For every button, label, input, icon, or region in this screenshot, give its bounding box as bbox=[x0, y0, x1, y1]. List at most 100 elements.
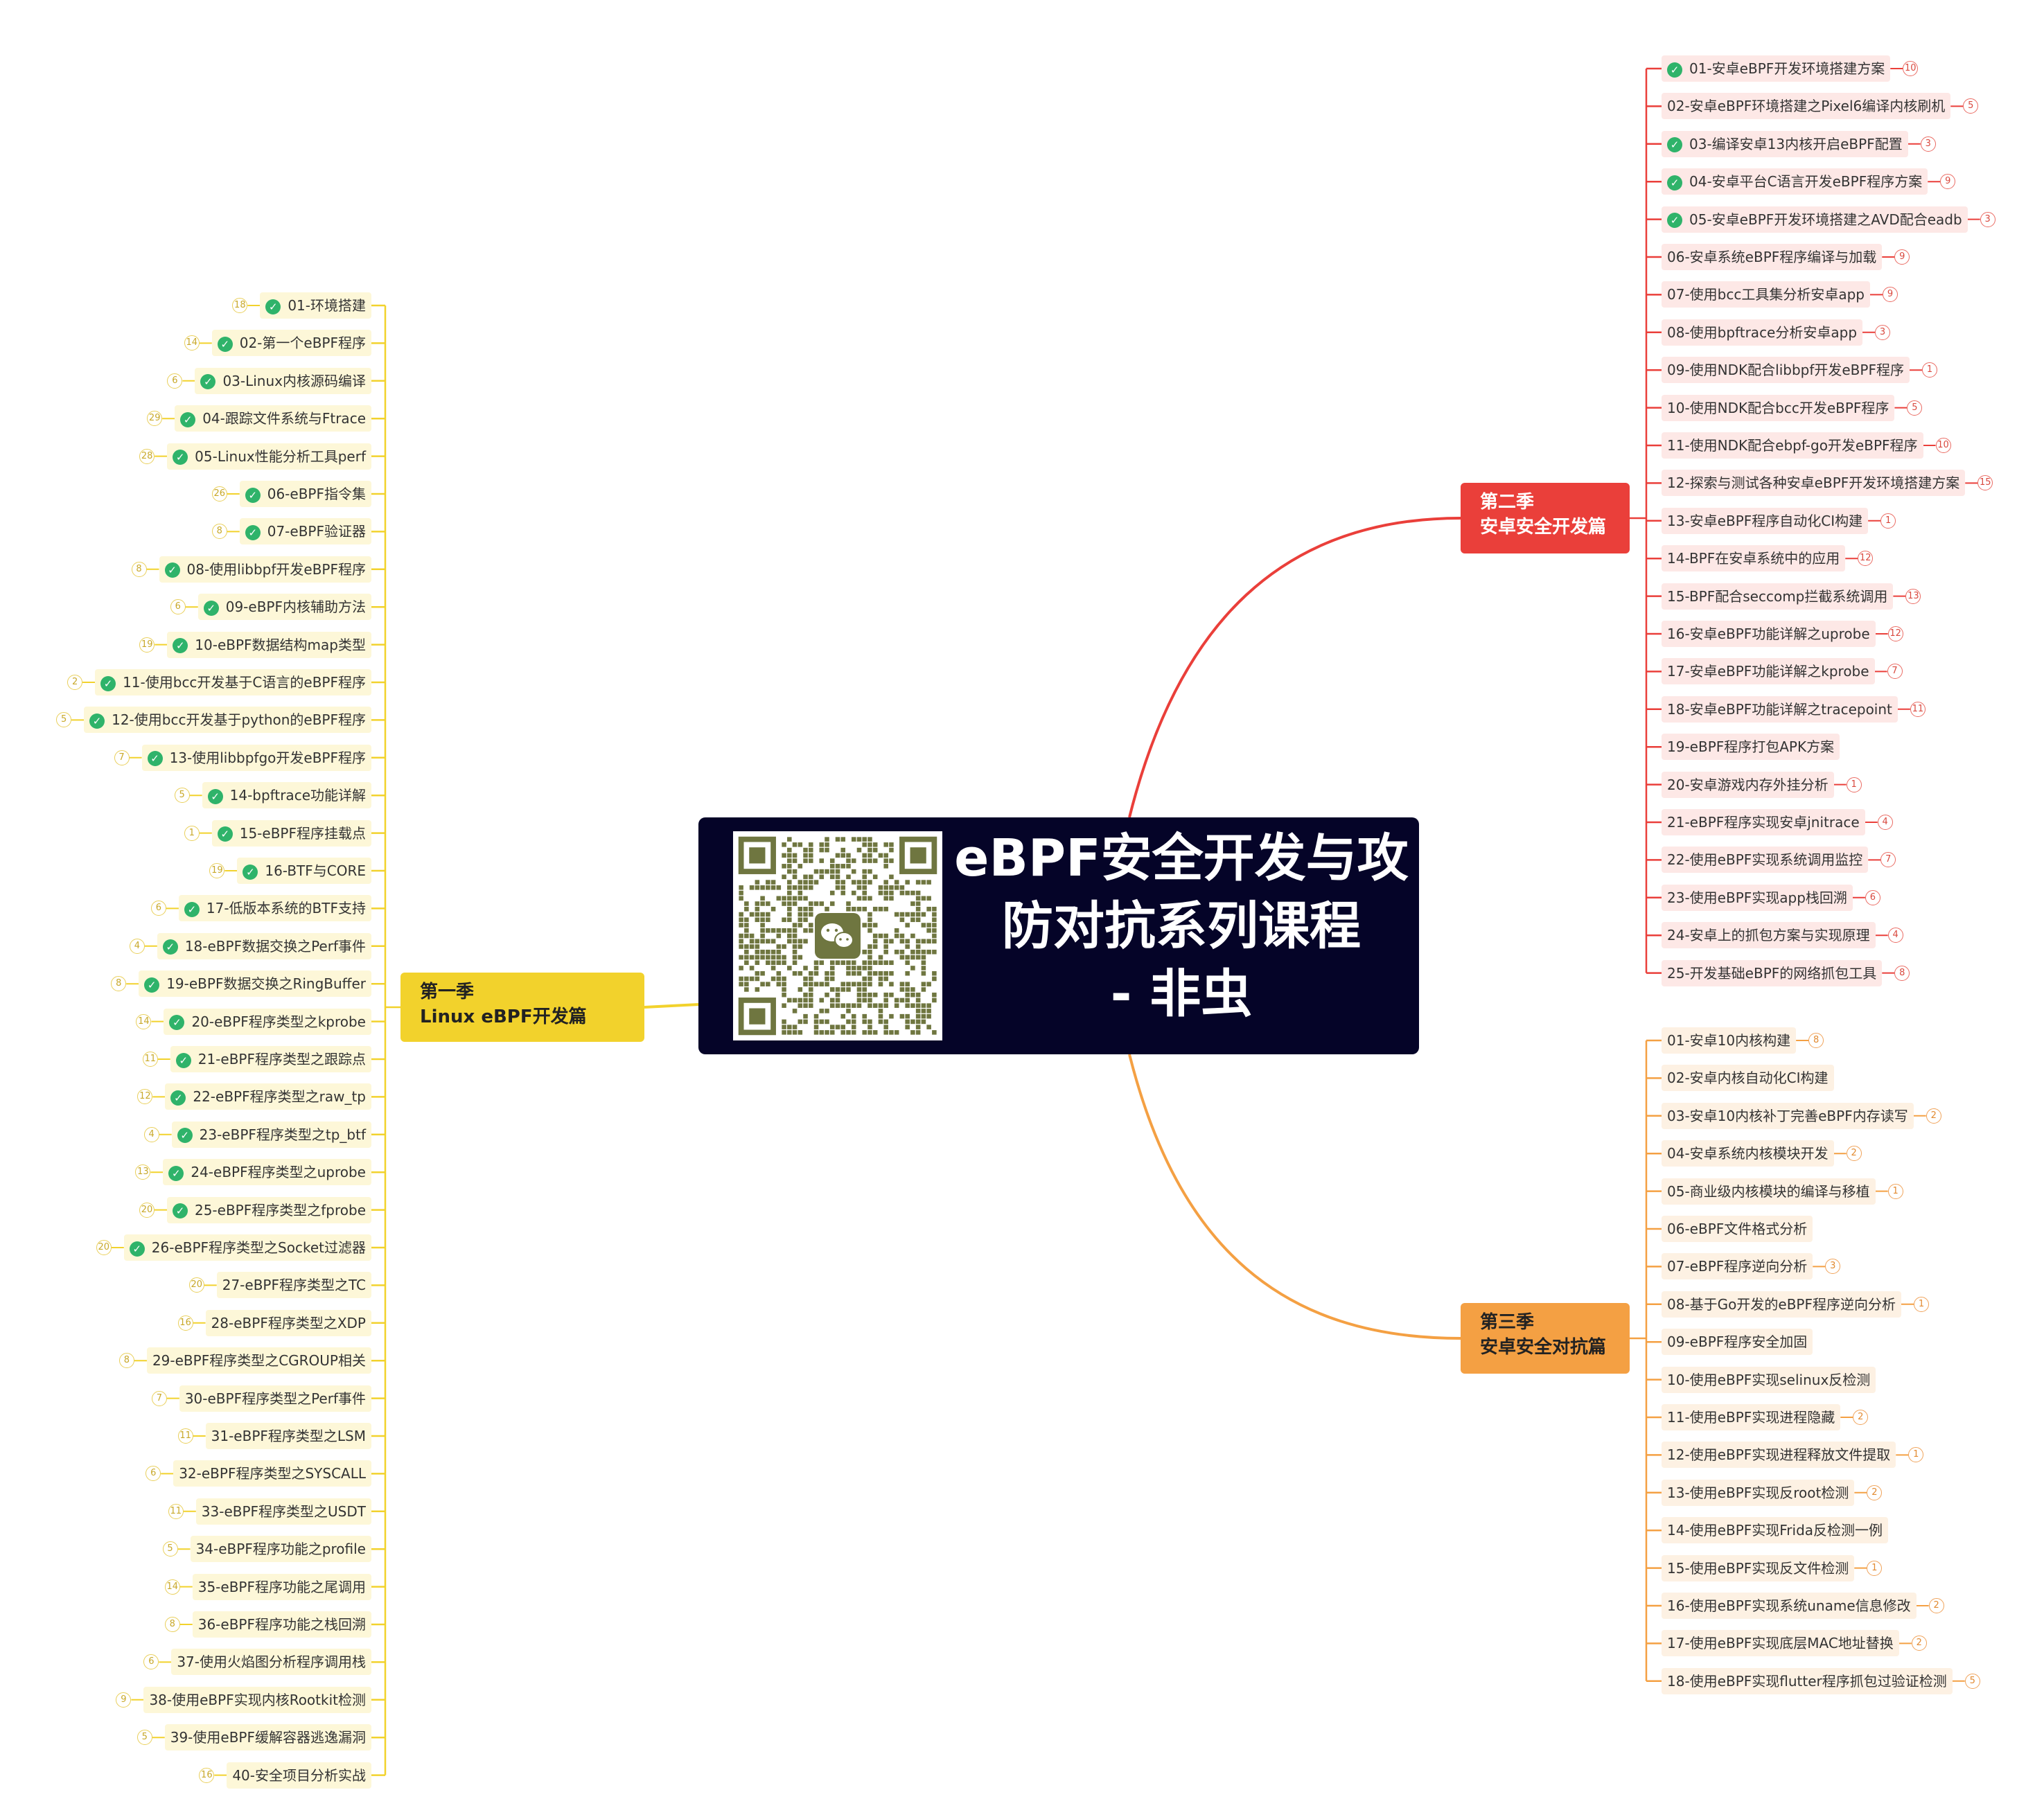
check-icon: ✓ bbox=[1667, 175, 1682, 190]
lesson-label: 09-eBPF内核辅助方法 bbox=[225, 599, 366, 616]
lesson-item: 06-安卓系统eBPF程序编译与加载 bbox=[1662, 244, 1883, 270]
count-badge: 28 bbox=[139, 448, 155, 464]
lesson-label: 11-使用bcc开发基于C语言的eBPF程序 bbox=[123, 674, 366, 691]
count-badge: 1 bbox=[1846, 777, 1862, 792]
lesson-item: 16-安卓eBPF功能详解之uprobe bbox=[1662, 621, 1876, 647]
count-badge: 20 bbox=[139, 1202, 155, 1218]
lesson-item: 17-安卓eBPF功能详解之kprobe bbox=[1662, 658, 1875, 685]
lesson-item: 05-商业级内核模块的编译与移植 bbox=[1662, 1178, 1876, 1205]
lesson-label: 18-使用eBPF实现flutter程序抓包过验证检测 bbox=[1667, 1672, 1947, 1690]
count-badge: 6 bbox=[146, 1466, 161, 1482]
lesson-label: 07-eBPF程序逆向分析 bbox=[1667, 1258, 1808, 1275]
center-link-season1 bbox=[644, 1003, 699, 1009]
lesson-item: 32-eBPF程序类型之SYSCALL bbox=[173, 1460, 371, 1487]
lesson-label: 10-使用eBPF实现selinux反检测 bbox=[1667, 1371, 1871, 1388]
check-icon: ✓ bbox=[265, 299, 281, 314]
lesson-label: 37-使用火焰图分析程序调用栈 bbox=[177, 1654, 366, 1671]
lesson-label: 15-BPF配合seccomp拦截系统调用 bbox=[1667, 587, 1888, 605]
lesson-item: ✓06-eBPF指令集 bbox=[239, 481, 371, 507]
center-title: eBPF安全开发与攻 防对抗系列课程 - 非虫 bbox=[953, 824, 1410, 1028]
count-badge: 2 bbox=[1911, 1636, 1927, 1651]
lesson-label: 12-探索与测试各种安卓eBPF开发环境搭建方案 bbox=[1667, 475, 1960, 492]
lesson-label: 05-Linux性能分析工具perf bbox=[195, 447, 366, 465]
count-badge: 13 bbox=[135, 1164, 151, 1180]
count-badge: 4 bbox=[1877, 815, 1893, 830]
center-link-season3 bbox=[1128, 1054, 1461, 1340]
count-badge: 9 bbox=[1940, 174, 1956, 190]
season2-title-line: 第二季 bbox=[1480, 492, 1535, 513]
season3-title-box: 第三季安卓安全对抗篇 bbox=[1461, 1303, 1630, 1374]
lesson-item: ✓07-eBPF验证器 bbox=[239, 518, 371, 545]
count-badge: 9 bbox=[1882, 287, 1898, 303]
wechat-icon bbox=[815, 913, 861, 959]
lesson-item: 02-安卓eBPF环境搭建之Pixel6编译内核刷机 bbox=[1662, 93, 1951, 120]
lesson-label: 26-eBPF程序类型之Socket过滤器 bbox=[151, 1239, 366, 1256]
check-icon: ✓ bbox=[144, 977, 160, 993]
check-icon: ✓ bbox=[207, 788, 223, 804]
lesson-item: 27-eBPF程序类型之TC bbox=[216, 1272, 371, 1299]
lesson-item: 22-使用eBPF实现系统调用监控 bbox=[1662, 847, 1869, 874]
lesson-label: 14-bpftrace功能详解 bbox=[229, 787, 366, 804]
lesson-item: ✓02-第一个eBPF程序 bbox=[211, 330, 371, 357]
lesson-label: 32-eBPF程序类型之SYSCALL bbox=[179, 1465, 366, 1482]
lesson-item: ✓25-eBPF程序类型之fprobe bbox=[166, 1196, 371, 1223]
lesson-item: ✓26-eBPF程序类型之Socket过滤器 bbox=[123, 1234, 371, 1261]
lesson-item: 02-安卓内核自动化CI构建 bbox=[1662, 1065, 1834, 1092]
lesson-label: 30-eBPF程序类型之Perf事件 bbox=[184, 1390, 366, 1407]
lesson-item: 12-探索与测试各种安卓eBPF开发环境搭建方案 bbox=[1662, 470, 1966, 497]
count-badge: 1 bbox=[1908, 1447, 1924, 1463]
season1-title-line: 第一季 bbox=[420, 982, 475, 1002]
check-icon: ✓ bbox=[203, 600, 219, 616]
lesson-label: 06-安卓系统eBPF程序编译与加载 bbox=[1667, 249, 1877, 265]
lesson-item: ✓05-Linux性能分析工具perf bbox=[167, 443, 371, 470]
count-badge: 4 bbox=[1887, 928, 1903, 943]
count-badge: 5 bbox=[174, 788, 190, 804]
count-badge: 7 bbox=[1880, 852, 1896, 868]
lesson-label: 36-eBPF程序功能之栈回溯 bbox=[197, 1616, 366, 1633]
lesson-label: 22-使用eBPF实现系统调用监控 bbox=[1667, 851, 1863, 869]
count-badge: 7 bbox=[151, 1390, 167, 1406]
check-icon: ✓ bbox=[1667, 62, 1682, 78]
lesson-item: 01-安卓10内核构建 bbox=[1662, 1027, 1797, 1054]
count-badge: 2 bbox=[1928, 1598, 1944, 1613]
lesson-label: 20-安卓游戏内存外挂分析 bbox=[1667, 776, 1829, 793]
check-icon: ✓ bbox=[177, 1128, 193, 1144]
count-badge: 15 bbox=[1977, 475, 1993, 491]
check-icon: ✓ bbox=[1667, 137, 1682, 153]
lesson-label: 18-安卓eBPF功能详解之tracepoint bbox=[1667, 700, 1892, 718]
count-badge: 26 bbox=[211, 486, 227, 502]
lesson-label: 12-使用eBPF实现进程释放文件提取 bbox=[1667, 1446, 1891, 1464]
lesson-label: 20-eBPF程序类型之kprobe bbox=[191, 1013, 366, 1030]
check-icon: ✓ bbox=[200, 374, 216, 390]
lesson-item: 15-使用eBPF实现反文件检测 bbox=[1662, 1554, 1855, 1581]
lesson-label: 34-eBPF程序功能之profile bbox=[195, 1541, 366, 1558]
lesson-label: 02-安卓内核自动化CI构建 bbox=[1667, 1070, 1829, 1087]
lesson-item: ✓03-Linux内核源码编译 bbox=[195, 367, 371, 394]
count-badge: 8 bbox=[111, 976, 127, 992]
count-badge: 7 bbox=[1887, 664, 1903, 680]
count-badge: 3 bbox=[1825, 1259, 1841, 1275]
count-badge: 11 bbox=[177, 1428, 193, 1444]
lesson-item: 14-BPF在安卓系统中的应用 bbox=[1662, 545, 1846, 572]
count-badge: 2 bbox=[1853, 1410, 1869, 1425]
lesson-label: 17-安卓eBPF功能详解之kprobe bbox=[1667, 663, 1869, 680]
lesson-label: 11-使用eBPF实现进程隐藏 bbox=[1667, 1409, 1835, 1426]
lesson-item: 10-使用NDK配合bcc开发eBPF程序 bbox=[1662, 394, 1895, 421]
lesson-item: 36-eBPF程序功能之栈回溯 bbox=[192, 1611, 371, 1638]
season2-title-line: 安卓安全开发篇 bbox=[1480, 517, 1607, 538]
lesson-item: ✓04-安卓平台C语言开发eBPF程序方案 bbox=[1662, 168, 1928, 195]
lesson-item: 09-使用NDK配合libbpf开发eBPF程序 bbox=[1662, 357, 1910, 384]
lesson-item: 39-使用eBPF缓解容器逃逸漏洞 bbox=[164, 1724, 371, 1751]
lesson-item: 40-安全项目分析实战 bbox=[227, 1762, 371, 1789]
lesson-item: ✓03-编译安卓13内核开启eBPF配置 bbox=[1662, 130, 1908, 157]
lesson-item: 19-eBPF程序打包APK方案 bbox=[1662, 734, 1840, 761]
count-badge: 6 bbox=[1865, 889, 1880, 905]
lesson-item: 33-eBPF程序类型之USDT bbox=[195, 1498, 371, 1525]
count-badge: 1 bbox=[1921, 362, 1937, 378]
count-badge: 12 bbox=[1887, 626, 1903, 641]
count-badge: 6 bbox=[150, 901, 166, 916]
count-badge: 5 bbox=[56, 712, 72, 728]
check-icon: ✓ bbox=[184, 901, 200, 917]
count-badge: 11 bbox=[142, 1052, 158, 1067]
